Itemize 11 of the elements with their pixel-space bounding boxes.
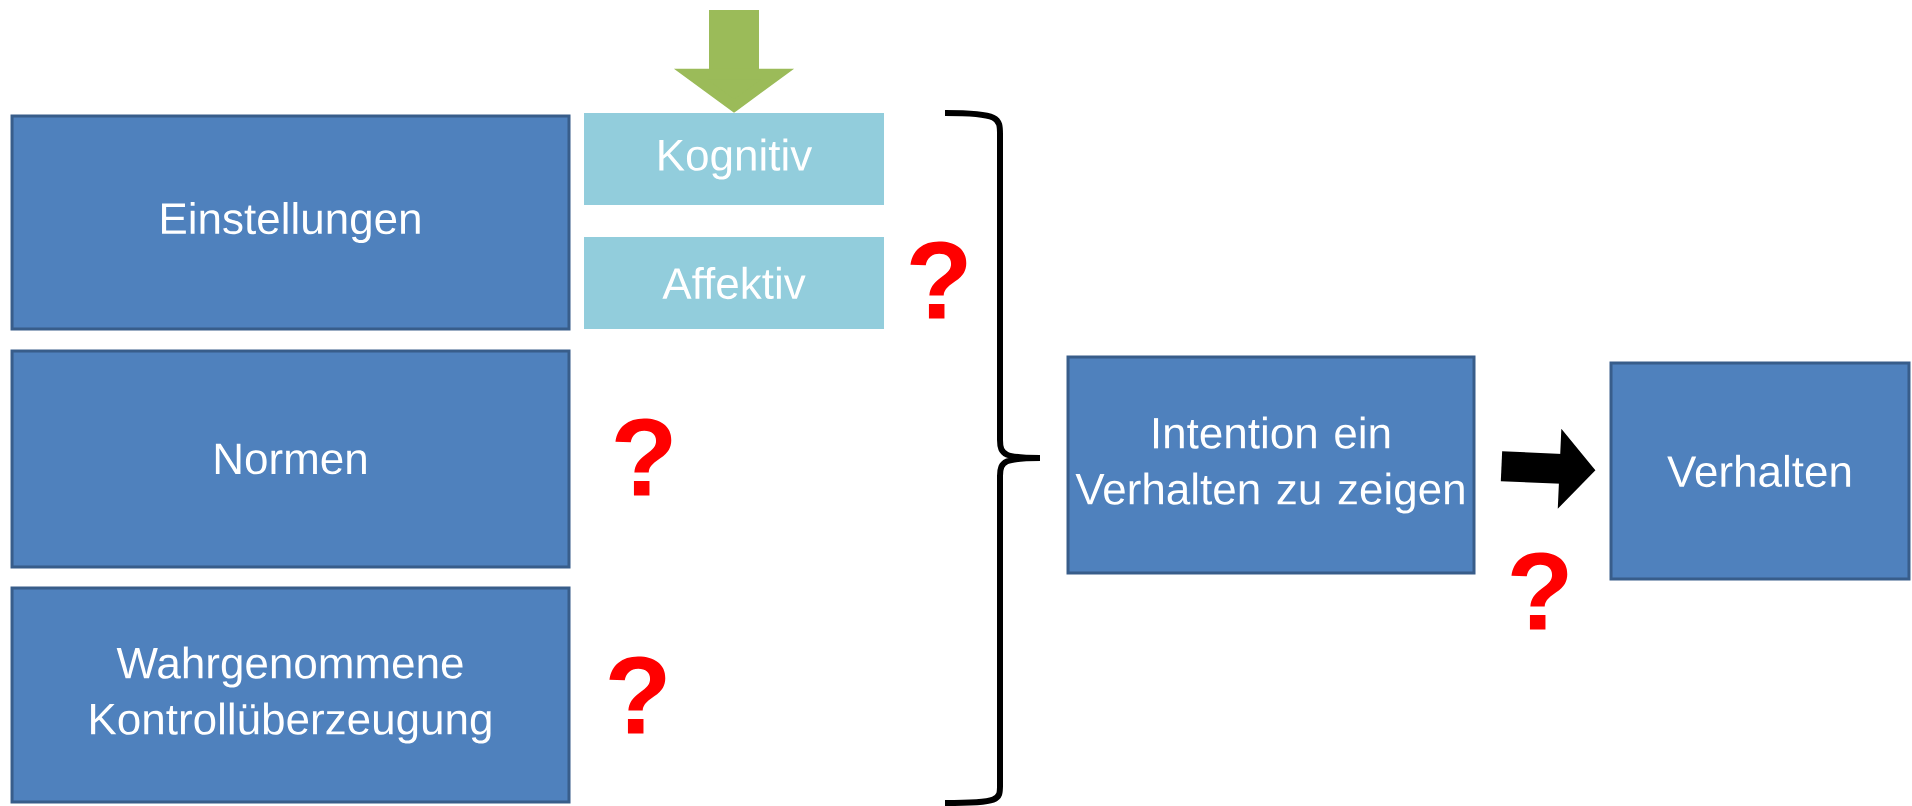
box: Normen bbox=[10, 349, 571, 569]
box: Affektiv bbox=[584, 237, 884, 329]
question-mark: ? bbox=[910, 241, 967, 319]
box: Einstellungen bbox=[10, 114, 571, 331]
box: Wahrgenommene Kontrollüberzeugung bbox=[10, 586, 571, 804]
box: Verhalten bbox=[1609, 361, 1911, 581]
box: Kognitiv bbox=[584, 113, 884, 205]
question-mark: ? bbox=[615, 418, 672, 496]
question-mark: ? bbox=[1511, 552, 1568, 630]
box: Intention ein Verhalten zu zeigen bbox=[1066, 355, 1476, 575]
question-mark: ? bbox=[609, 656, 666, 734]
